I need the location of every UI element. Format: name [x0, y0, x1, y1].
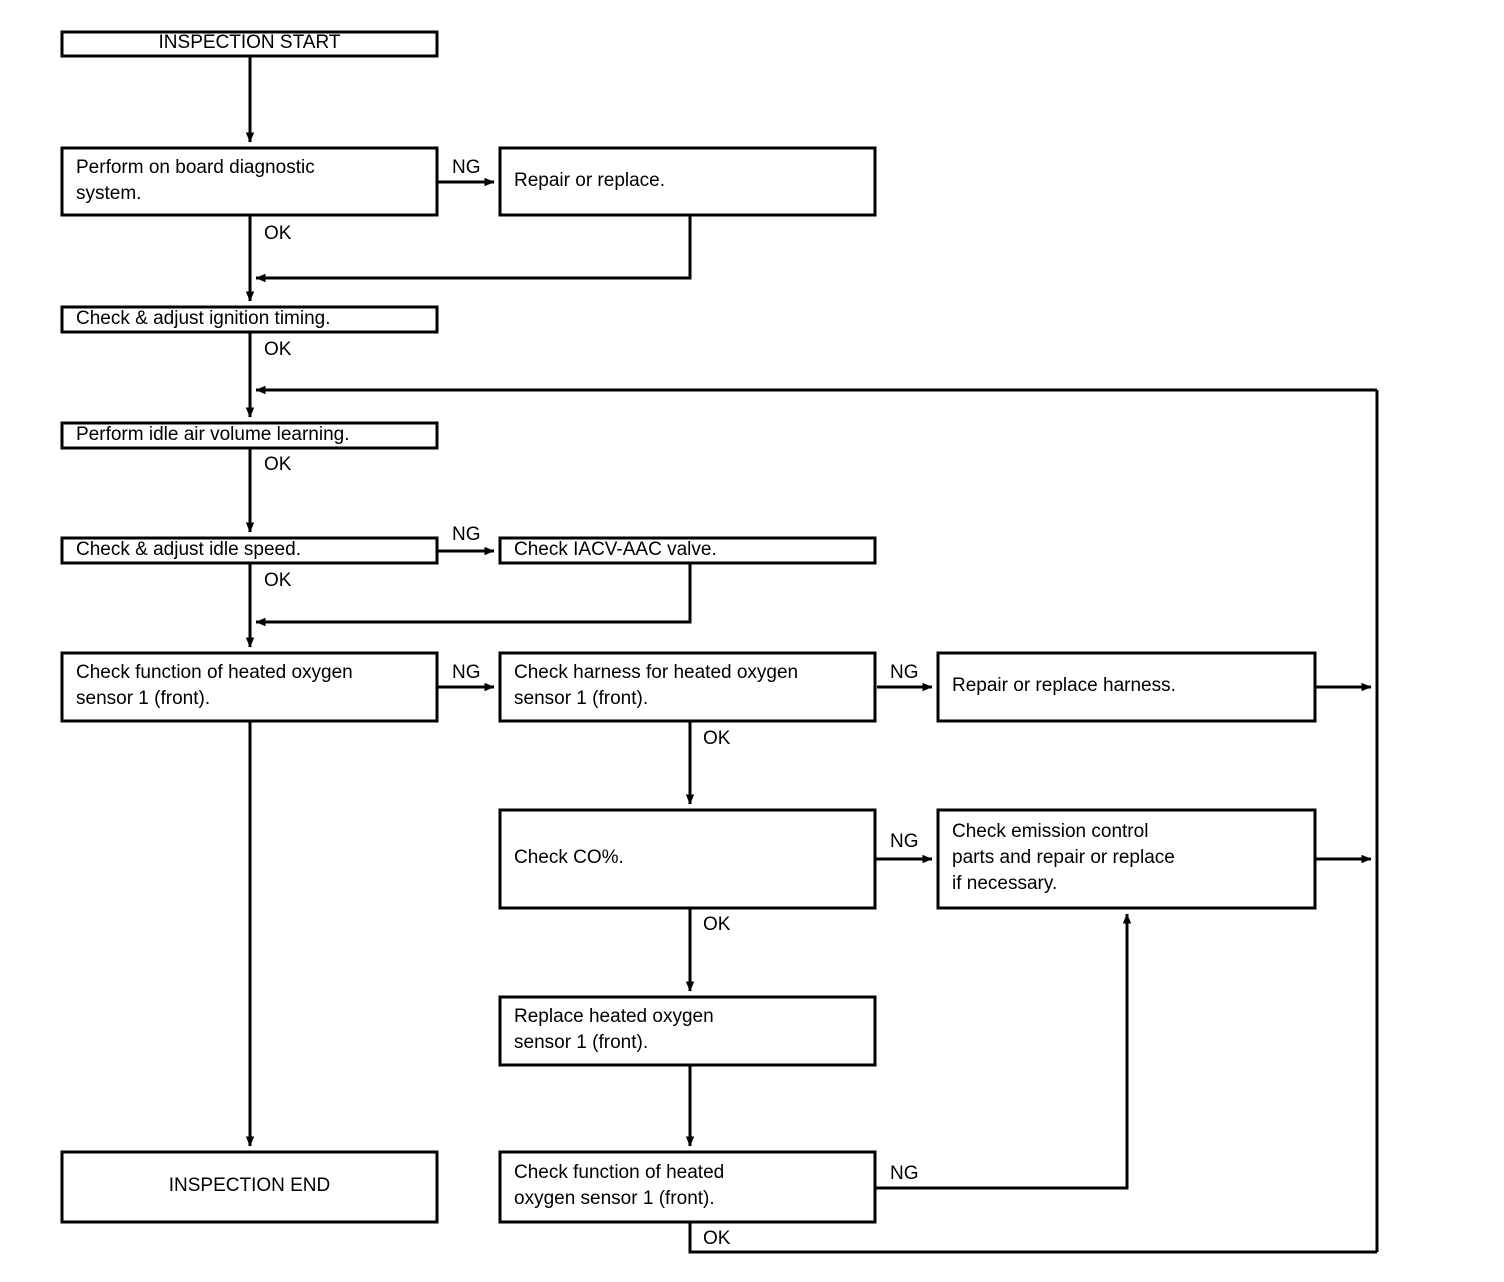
- node-box-idle-air-volume-learning: [60, 421, 439, 450]
- edge-iacv-return: [255, 563, 692, 627]
- node-box-check-ignition-timing: [60, 305, 439, 334]
- node-box-perform-obd: [60, 146, 439, 217]
- node-box-replace-ho2s: [498, 995, 877, 1067]
- node-box-check-emission-control: [936, 808, 1317, 910]
- node-box-check-co: [498, 808, 877, 910]
- node-box-inspection-start: [60, 30, 439, 58]
- node-box-check-function-ho2s-2: [498, 1150, 877, 1224]
- node-box-check-iacv-aac-valve: [498, 536, 877, 565]
- edge-function2-ok-to-bus: [688, 1222, 1377, 1254]
- node-box-check-function-ho2s: [60, 651, 439, 723]
- node-box-check-idle-speed: [60, 536, 439, 565]
- connector-group: [245, 56, 1379, 1254]
- edge-repair-return: [255, 215, 692, 283]
- edge-function2-ng-to-emission: [875, 913, 1132, 1190]
- node-box-repair-replace-harness: [936, 651, 1317, 723]
- node-shape-group: [60, 30, 1317, 1224]
- node-box-repair-or-replace: [498, 146, 877, 217]
- node-box-inspection-end: [60, 1150, 439, 1224]
- node-box-check-harness-ho2s: [498, 651, 877, 723]
